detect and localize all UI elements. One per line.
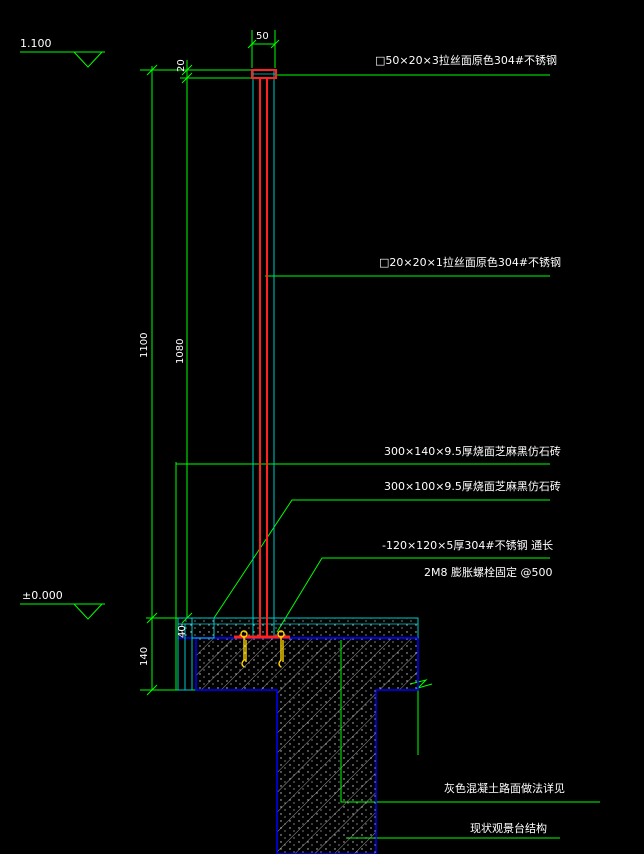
callout-base-plate: -120×120×5厚304#不锈钢 通长 (382, 539, 554, 552)
leader-lines (176, 74, 600, 839)
callout-tile-1: 300×140×9.5厚烧面芝麻黑仿石砖 (384, 445, 561, 458)
dim-total-height: 1100 (139, 332, 150, 358)
dim-cap-height: 20 (176, 59, 187, 72)
callout-pavement: 灰色混凝土路面做法详见 (444, 782, 565, 795)
level-marker-ground (20, 603, 105, 620)
existing-structure (195, 637, 419, 854)
dim-curb-height: 140 (139, 646, 150, 666)
dim-post-height: 1080 (175, 338, 186, 364)
level-marker-top (20, 51, 105, 68)
dim-top-width: 50 (256, 31, 269, 42)
anchor-bolt-left (240, 630, 248, 668)
callout-cap-tube: □50×20×3拉丝面原色304#不锈钢 (375, 54, 558, 67)
side-tile (177, 617, 215, 691)
level-top-label: 1.100 (20, 37, 52, 50)
callout-structure: 现状观景台结构 (470, 822, 547, 835)
dimension-lines (140, 30, 280, 696)
dim-tile-thickness: 40 (177, 625, 188, 638)
callout-anchor: 2M8 膨胀螺栓固定 @500 (424, 566, 553, 579)
anchor-bolt-right (277, 630, 285, 668)
level-ground-label: ±0.000 (22, 589, 63, 602)
railing-post (251, 69, 277, 636)
callout-post-tube: □20×20×1拉丝面原色304#不锈钢 (379, 256, 562, 269)
callout-tile-2: 300×100×9.5厚烧面芝麻黑仿石砖 (384, 480, 561, 493)
pavement-layer (177, 617, 419, 639)
